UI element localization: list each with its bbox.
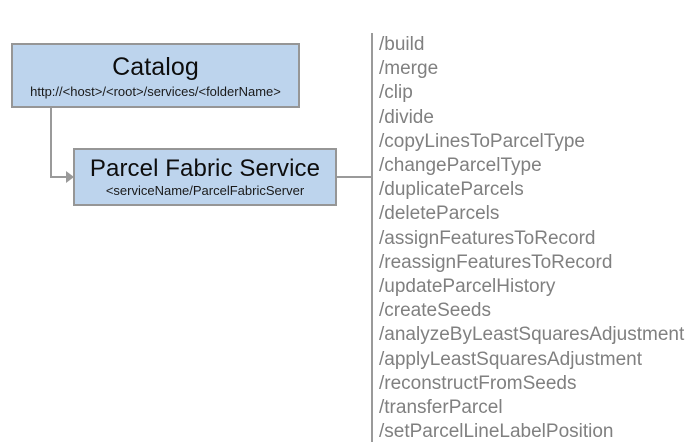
operation-item: /deleteParcels — [379, 203, 500, 225]
operations-divider — [371, 33, 373, 442]
node-catalog: Catalog http://<host>/<root>/services/<f… — [11, 43, 300, 108]
operation-item: /reassignFeaturesToRecord — [379, 251, 613, 273]
node-parcel-fabric-service: Parcel Fabric Service <serviceName/Parce… — [73, 148, 337, 206]
node-parcel-fabric-service-path: <serviceName/ParcelFabricServer — [105, 183, 305, 198]
connector-catalog-horizontal — [50, 176, 69, 178]
connector-service-to-operations — [337, 176, 372, 178]
operation-item: /applyLeastSquaresAdjustment — [379, 348, 642, 370]
operation-item: /setParcelLineLabelPosition — [379, 421, 614, 443]
operation-item: /reconstructFromSeeds — [379, 372, 577, 394]
operation-item: /analyzeByLeastSquaresAdjustment — [379, 324, 685, 346]
operation-item: /copyLinesToParcelType — [379, 130, 585, 152]
operation-item: /clip — [379, 82, 413, 104]
operations-list: /build /merge /clip /divide /copyLinesTo… — [379, 33, 687, 444]
operation-item: /divide — [379, 106, 434, 128]
operation-item: /assignFeaturesToRecord — [379, 227, 596, 249]
node-parcel-fabric-service-title: Parcel Fabric Service — [89, 155, 321, 182]
operation-item: /merge — [379, 58, 439, 80]
operation-item: /updateParcelHistory — [379, 276, 556, 298]
operation-item: /createSeeds — [379, 300, 491, 322]
operation-item: /transferParcel — [379, 397, 503, 419]
operation-item: /duplicateParcels — [379, 179, 524, 201]
arrowhead-icon — [66, 171, 74, 183]
operation-item: /changeParcelType — [379, 155, 542, 177]
node-catalog-url: http://<host>/<root>/services/<folderNam… — [30, 84, 281, 99]
operation-item: /build — [379, 34, 425, 55]
node-catalog-title: Catalog — [112, 53, 199, 81]
connector-catalog-vertical — [50, 108, 52, 178]
